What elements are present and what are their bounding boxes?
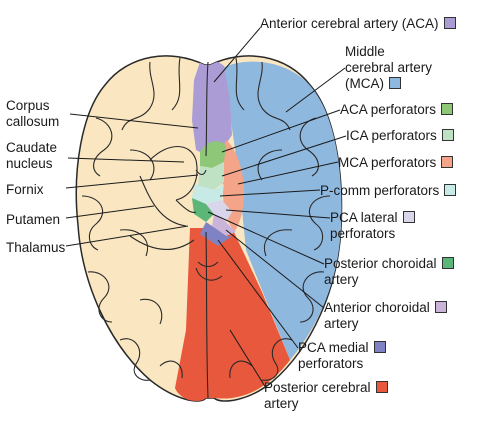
label-line: perforators [298, 356, 364, 371]
label-line: cerebral artery [345, 60, 433, 75]
anterior-choroidal-color-swatch [434, 301, 447, 313]
label-line: perforators [330, 226, 396, 241]
label-line: (MCA) [345, 76, 384, 91]
label-line: ACA perforators [340, 102, 437, 117]
label-pca-lateral-perforators: PCA lateral perforators [330, 210, 415, 242]
label-mca-perforators: MCA perforators [338, 155, 454, 171]
label-line: Anterior cerebral artery (ACA) [260, 16, 439, 31]
label-line: callosum [6, 114, 60, 129]
leader-lines [65, 27, 347, 389]
label-anterior-cerebral-artery: Anterior cerebral artery (ACA) [260, 16, 456, 32]
pca-color-swatch [375, 381, 388, 393]
label-line: artery [264, 396, 299, 411]
label-anterior-choroidal-artery: Anterior choroidal artery [324, 300, 447, 332]
label-putamen: Putamen [6, 212, 60, 228]
anterior-choroidal-territory [212, 214, 236, 236]
label-posterior-choroidal-artery: Posterior choroidal artery [324, 256, 454, 288]
gyri-outlines [81, 57, 331, 399]
label-line: Caudate [6, 140, 58, 155]
label-ica-perforators: ICA perforators [346, 128, 454, 144]
pca-medial-perforators-color-swatch [373, 341, 386, 353]
label-aca-perforators: ACA perforators [340, 102, 454, 118]
pca-lateral-perforators-territory [206, 200, 232, 222]
label-thalamus: Thalamus [6, 240, 65, 256]
label-line: Middle [345, 44, 385, 59]
label-line: ICA perforators [346, 128, 437, 143]
label-line: MCA perforators [338, 155, 437, 170]
label-pca-medial-perforators: PCA medial perforators [298, 340, 386, 372]
label-caudate-nucleus: Caudate nucleus [6, 140, 57, 172]
label-line: Putamen [6, 212, 61, 227]
pcomm-perforators-territory [192, 184, 224, 204]
label-pcomm-perforators: P-comm perforators [320, 183, 457, 199]
pcomm-perforators-color-swatch [444, 184, 457, 196]
posterior-choroidal-color-swatch [441, 257, 454, 269]
label-posterior-cerebral-artery: Posterior cerebral artery [264, 380, 388, 412]
label-line: Posterior choroidal [324, 256, 437, 271]
label-line: Thalamus [6, 240, 66, 255]
posterior-choroidal-territory [192, 198, 214, 222]
aca-territory [192, 60, 232, 156]
mca-territory [222, 61, 342, 360]
aca-perforators-color-swatch [441, 103, 454, 115]
label-line: PCA lateral [330, 210, 398, 225]
ica-perforators-color-swatch [441, 129, 454, 141]
pca-medial-perforators-territory [200, 222, 232, 246]
label-line: artery [324, 272, 359, 287]
label-corpus-callosum: Corpus callosum [6, 98, 59, 130]
pca-lateral-perforators-color-swatch [402, 211, 415, 223]
label-line: Corpus [6, 98, 50, 113]
label-line: Posterior cerebral [264, 380, 371, 395]
aca-color-swatch [443, 17, 456, 29]
label-line: Anterior choroidal [324, 300, 430, 315]
mca-perforators-color-swatch [441, 156, 454, 168]
pca-territory [175, 228, 290, 402]
label-fornix: Fornix [6, 182, 44, 198]
label-line: nucleus [6, 156, 53, 171]
label-middle-cerebral-artery: Middle cerebral artery (MCA) [345, 44, 432, 92]
label-line: artery [324, 316, 359, 331]
mca-color-swatch [389, 77, 401, 89]
label-line: Fornix [6, 182, 44, 197]
label-line: PCA medial [298, 340, 369, 355]
ica-perforators-territory [198, 162, 224, 190]
label-line: P-comm perforators [320, 183, 440, 198]
